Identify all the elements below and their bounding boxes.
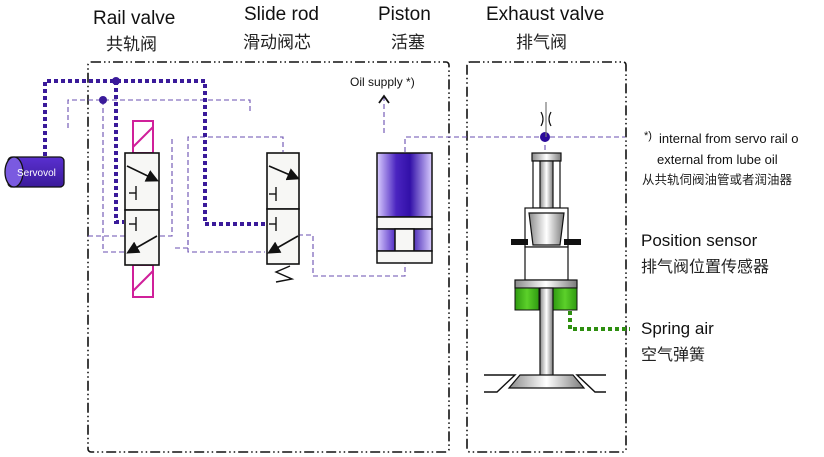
oil-supply-check-icon xyxy=(378,94,390,104)
footnote-line3-cn: 从共轨伺阀油管或者润油器 xyxy=(642,172,793,187)
junction-dot xyxy=(112,77,120,85)
hcu-frame xyxy=(87,61,450,453)
rail-lines xyxy=(43,79,268,226)
title-exhaust-valve: Exhaust valve 排气阀 xyxy=(486,4,604,53)
rail-valve-label: Rail valve xyxy=(93,8,175,29)
junction-dot xyxy=(540,132,550,142)
title-slide-rod: Slide rod 滑动阀芯 xyxy=(243,4,319,53)
piston-label: Piston xyxy=(378,4,431,25)
rail-valve xyxy=(124,120,160,298)
position-sensor-label: Position sensor xyxy=(641,231,758,250)
title-piston: Piston 活塞 xyxy=(378,4,431,53)
slide-rod-label: Slide rod xyxy=(244,4,319,25)
exhaust-valve-label-cn: 排气阀 xyxy=(516,33,567,53)
spring-air-line xyxy=(568,311,630,331)
title-rail-valve: Rail valve 共轨阀 xyxy=(93,8,175,55)
footnote-marker: *) xyxy=(644,130,652,142)
oil-supply-label: Oil supply *) xyxy=(350,75,415,89)
footnote: *) internal from servo rail o external f… xyxy=(642,130,798,187)
position-sensor-right xyxy=(564,239,581,245)
slide-rod-valve xyxy=(266,152,300,283)
slide-rod-label-cn: 滑动阀芯 xyxy=(243,33,311,53)
junction-dot xyxy=(99,96,107,104)
exhaust-valve-frame xyxy=(466,61,627,453)
pilot-lines xyxy=(67,95,625,277)
position-sensor-annotation: Position sensor 排气阀位置传感器 xyxy=(641,231,769,276)
piston-label-cn: 活塞 xyxy=(391,33,425,53)
position-sensor-left xyxy=(511,239,528,245)
spring-icon xyxy=(274,265,295,283)
servo-oil-tank: Servovol xyxy=(4,156,65,188)
rail-valve-label-cn: 共轨阀 xyxy=(106,35,157,55)
spring-air-label: Spring air xyxy=(641,319,714,338)
position-sensor-label-cn: 排气阀位置传感器 xyxy=(641,257,769,276)
exhaust-valve-label: Exhaust valve xyxy=(486,4,604,25)
spring-air-label-cn: 空气弹簧 xyxy=(641,345,705,364)
spring-air-annotation: Spring air 空气弹簧 xyxy=(641,319,714,364)
footnote-line1: internal from servo rail o xyxy=(659,131,798,146)
piston xyxy=(376,94,433,264)
exhaust-valve-assembly xyxy=(484,102,606,393)
footnote-line2: external from lube oil xyxy=(657,152,778,167)
servo-label: Servovol xyxy=(17,168,56,179)
throttle-icon xyxy=(540,111,552,127)
